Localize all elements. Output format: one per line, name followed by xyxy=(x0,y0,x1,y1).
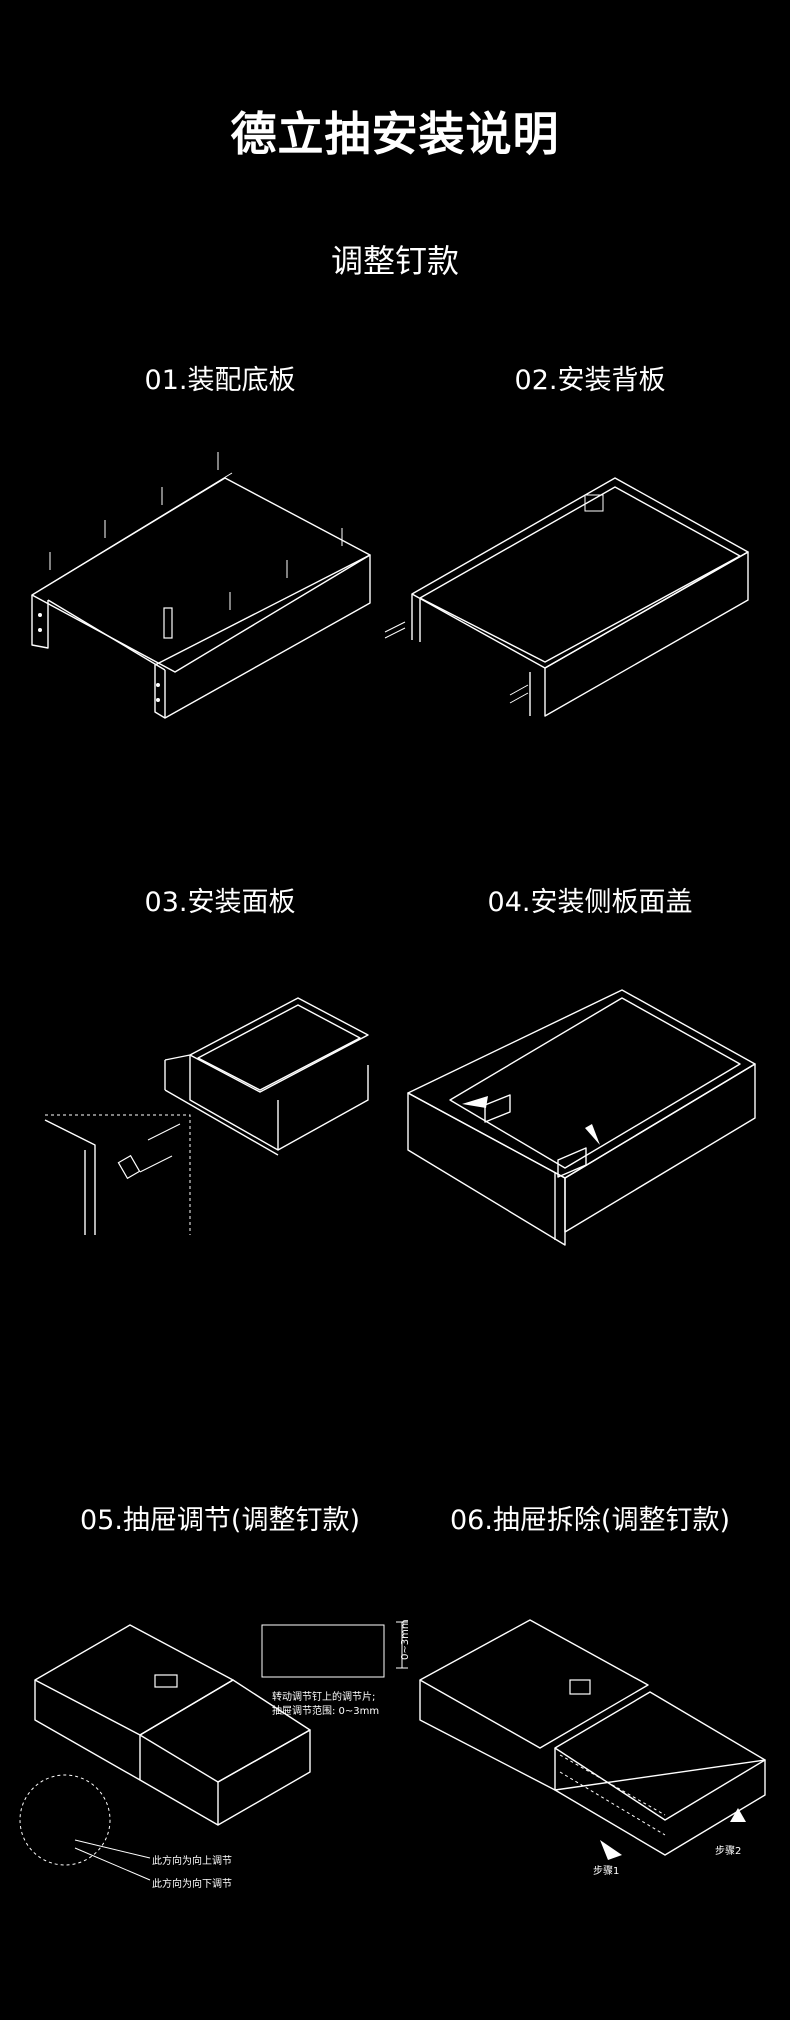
rotate-down-label: 此方向为向下调节 xyxy=(152,1879,232,1890)
step-5-diagram xyxy=(19,1621,408,1881)
step-4-label: 04.安装侧板面盖 xyxy=(487,887,693,918)
rotate-up-label: 此方向为向上调节 xyxy=(152,1856,232,1867)
adjust-range-dimension: 0~3mm xyxy=(400,1619,411,1660)
adjust-note-line-2: 抽屉调节范围: 0~3mm xyxy=(272,1706,380,1717)
adjust-note-line-1: 转动调节钉上的调节片; xyxy=(272,1692,376,1703)
step-6-label: 06.抽屉拆除(调整钉款) xyxy=(449,1505,730,1536)
step-3-label: 03.安装面板 xyxy=(144,887,296,918)
step-1-label: 01.装配底板 xyxy=(144,365,296,396)
step-2-diagram xyxy=(384,477,749,717)
step-2-label: 02.安装背板 xyxy=(514,365,666,396)
step-5-label: 05.抽屉调节(调整钉款) xyxy=(79,1505,360,1536)
step-4-diagram xyxy=(407,989,756,1246)
step-1-diagram xyxy=(31,452,371,719)
step-6-diagram xyxy=(419,1619,766,1860)
removal-step-2-label: 步骤2 xyxy=(715,1846,742,1857)
removal-step-1-label: 步骤1 xyxy=(593,1866,620,1877)
page-subtitle: 调整钉款 xyxy=(330,242,459,280)
step-3-diagram xyxy=(44,997,369,1235)
page-title: 德立抽安装说明 xyxy=(230,107,560,161)
